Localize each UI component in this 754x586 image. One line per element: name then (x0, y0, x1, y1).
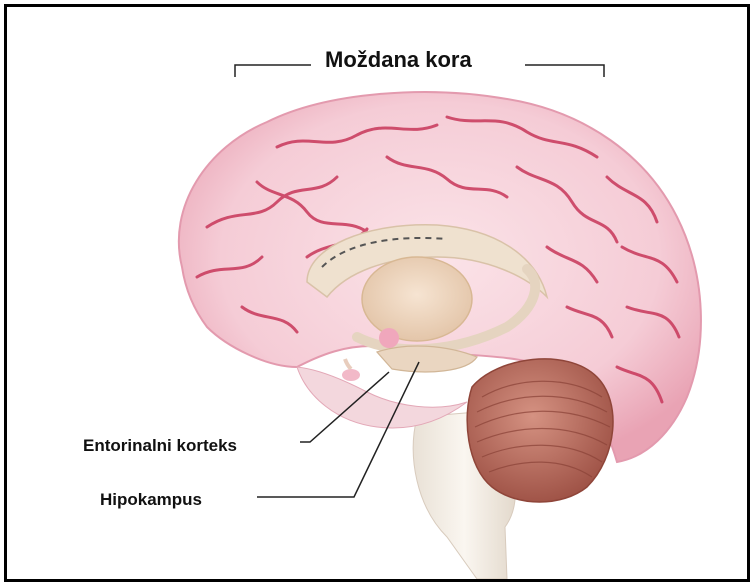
cerebellum (467, 359, 613, 502)
hippocampus-label: Hipokampus (100, 490, 202, 510)
cortex-label: Moždana kora (325, 47, 525, 73)
amygdala (379, 328, 399, 348)
thalamus (362, 257, 472, 341)
diagram-frame: Moždana kora Entorinalni korteks Hipokam… (4, 4, 750, 582)
pituitary (342, 369, 360, 381)
entorhinal-cortex-label: Entorinalni korteks (83, 436, 237, 456)
